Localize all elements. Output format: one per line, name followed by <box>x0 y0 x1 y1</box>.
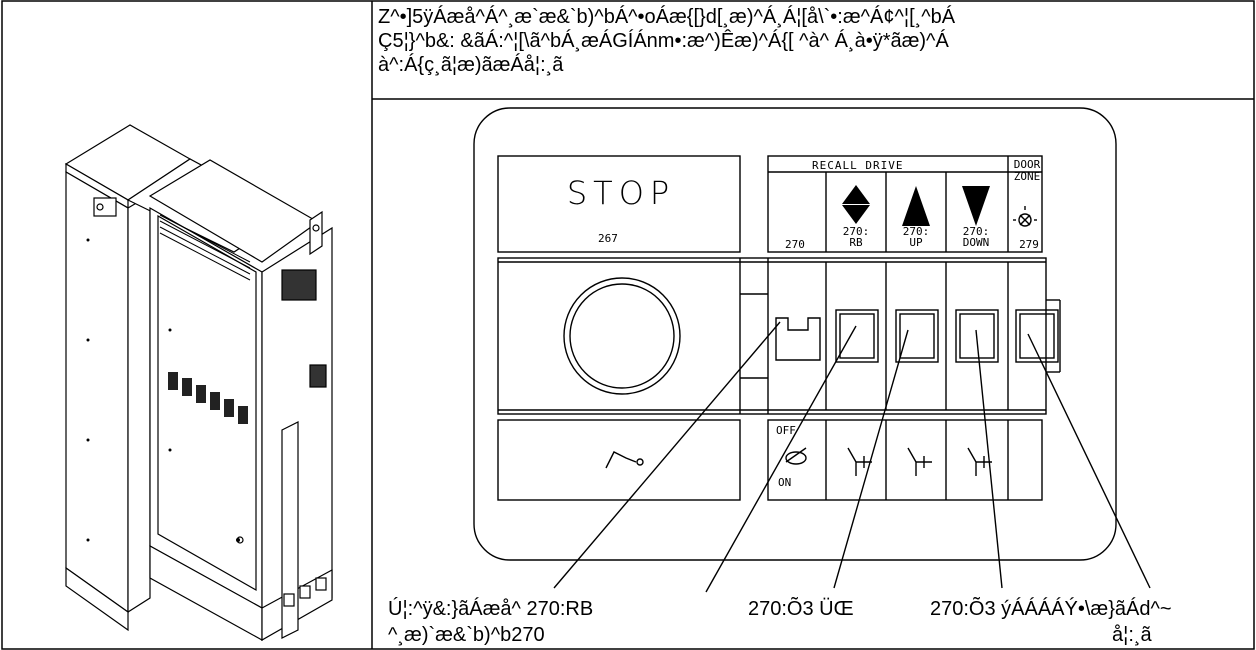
stop-number: 267 <box>598 232 618 245</box>
on-label: ON <box>778 476 792 489</box>
code-270-down: 270: DOWN <box>962 225 990 249</box>
header-line-3: à^:Á{ç¸ã¦æ)ãæÁå¦:¸ã <box>378 54 564 76</box>
header-line-1: Z^•]5ÿÁæå^Á^¸æ`æ&`b)^bÁ^•oÁæ{[}d[¸æ)^Á¸Á… <box>378 6 956 28</box>
code-270-rb: 270: RB <box>842 225 870 249</box>
control-panel-drawing <box>473 107 1151 593</box>
callout-label-3-line-2: å¦:¸ã <box>1112 624 1152 646</box>
header-line-2: Ç5¦}^b&: &ãÁ:^¦[\ã^bÁ¸æÁGÍÁnm•:æ^)Êæ)^Á{… <box>378 30 949 52</box>
leader-line-4 <box>975 329 1003 589</box>
stop-label: STOP <box>566 174 676 212</box>
code-279: 279 <box>1019 238 1039 251</box>
recall-drive-label: RECALL DRIVE <box>812 159 904 172</box>
callout-label-1-line-2: ^¸æ)`æ&`b)^b270 <box>388 624 545 646</box>
callout-label-2: 270:Õ3 ÜŒ <box>748 598 854 620</box>
callout-label-3: 270:Õ3 ýÁÁÁÁÝ•\æ}ãÁd^~ <box>930 598 1172 620</box>
code-270: 270 <box>785 238 805 251</box>
leader-line-5 <box>1027 333 1151 589</box>
code-270-up: 270: UP <box>902 225 930 249</box>
off-label: OFF <box>776 424 796 437</box>
cabinet-drawing <box>64 124 333 642</box>
leader-line-2 <box>705 325 857 593</box>
door-zone-label: DOOR ZONE <box>1013 158 1041 183</box>
leader-line-1 <box>553 321 781 589</box>
callout-label-1: Ú¦:^ÿ&:}ãÁæå^ 270:RB <box>388 598 594 620</box>
leader-line-3 <box>833 329 909 589</box>
